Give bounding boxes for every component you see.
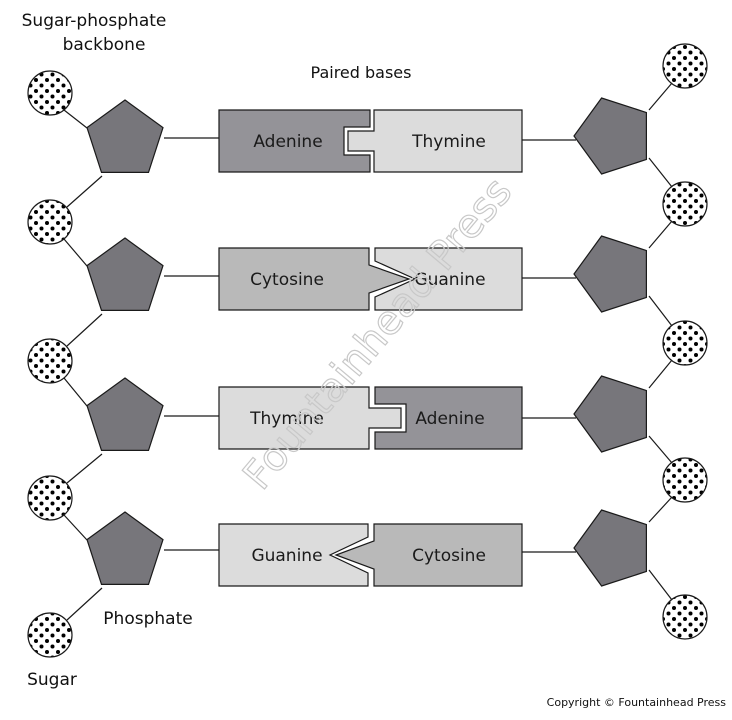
backbone-bond <box>63 514 88 541</box>
backbone-bond <box>63 377 88 407</box>
base-label: Cytosine <box>412 546 486 566</box>
base-label: Guanine <box>251 546 322 566</box>
sugar-circle <box>662 457 708 503</box>
backbone-label-line1: Sugar-phosphate <box>22 11 167 31</box>
backbone-bond <box>648 569 673 601</box>
base-guanine <box>374 247 523 311</box>
base-label: Guanine <box>414 270 485 290</box>
backbone-bond <box>63 109 88 129</box>
base-pair: Adenine Thymine <box>218 109 523 173</box>
phosphate-pentagon <box>86 99 164 173</box>
copyright-text: Copyright © Fountainhead Press <box>547 696 727 709</box>
base-cytosine <box>218 247 411 311</box>
sugar-circle <box>27 475 73 521</box>
paired-bases-label: Paired bases <box>311 63 412 82</box>
phosphate-label: Phosphate <box>103 609 192 629</box>
backbone-label-line2: backbone <box>63 35 146 55</box>
sugar-circle <box>27 70 73 116</box>
base-guanine <box>218 523 369 587</box>
base-label: Thymine <box>249 409 324 429</box>
phosphate-pentagon <box>573 375 648 453</box>
right-backbone <box>522 43 708 640</box>
sugar-circle <box>662 181 708 227</box>
backbone-bond <box>66 453 103 484</box>
backbone-bond <box>63 238 88 267</box>
sugar-circle <box>27 338 73 384</box>
sugar-circle <box>662 594 708 640</box>
base-pair: Guanine Cytosine <box>218 523 523 587</box>
backbone-bond <box>648 435 673 464</box>
phosphate-pentagon <box>573 97 648 175</box>
base-pair: Cytosine Guanine <box>218 247 523 311</box>
base-thymine <box>218 386 402 450</box>
left-backbone <box>27 70 219 658</box>
backbone-bond <box>66 313 103 347</box>
backbone-bond <box>66 175 103 208</box>
phosphate-pentagon <box>86 511 164 586</box>
sugar-circle <box>27 199 73 245</box>
sugar-label: Sugar <box>27 670 77 690</box>
base-label: Adenine <box>415 409 484 429</box>
base-thymine <box>347 109 523 173</box>
sugar-circle <box>27 612 73 658</box>
phosphate-pentagon <box>573 509 648 587</box>
backbone-bond <box>648 359 673 389</box>
base-pair: Thymine Adenine <box>218 386 523 450</box>
base-label: Adenine <box>253 132 322 152</box>
backbone-bond <box>648 82 673 111</box>
base-adenine <box>374 386 523 450</box>
phosphate-pentagon <box>86 237 164 311</box>
sugar-circle <box>662 320 708 366</box>
base-label: Cytosine <box>250 270 324 290</box>
backbone-bond <box>648 496 673 523</box>
base-adenine <box>218 109 371 173</box>
phosphate-pentagon <box>86 377 164 451</box>
base-cytosine <box>334 523 523 587</box>
base-label: Thymine <box>411 132 486 152</box>
backbone-bond <box>648 157 673 188</box>
sugar-circle <box>662 43 708 89</box>
backbone-bond <box>648 220 673 249</box>
phosphate-pentagon <box>573 235 648 313</box>
backbone-bond <box>66 587 103 621</box>
backbone-bond <box>648 295 673 327</box>
